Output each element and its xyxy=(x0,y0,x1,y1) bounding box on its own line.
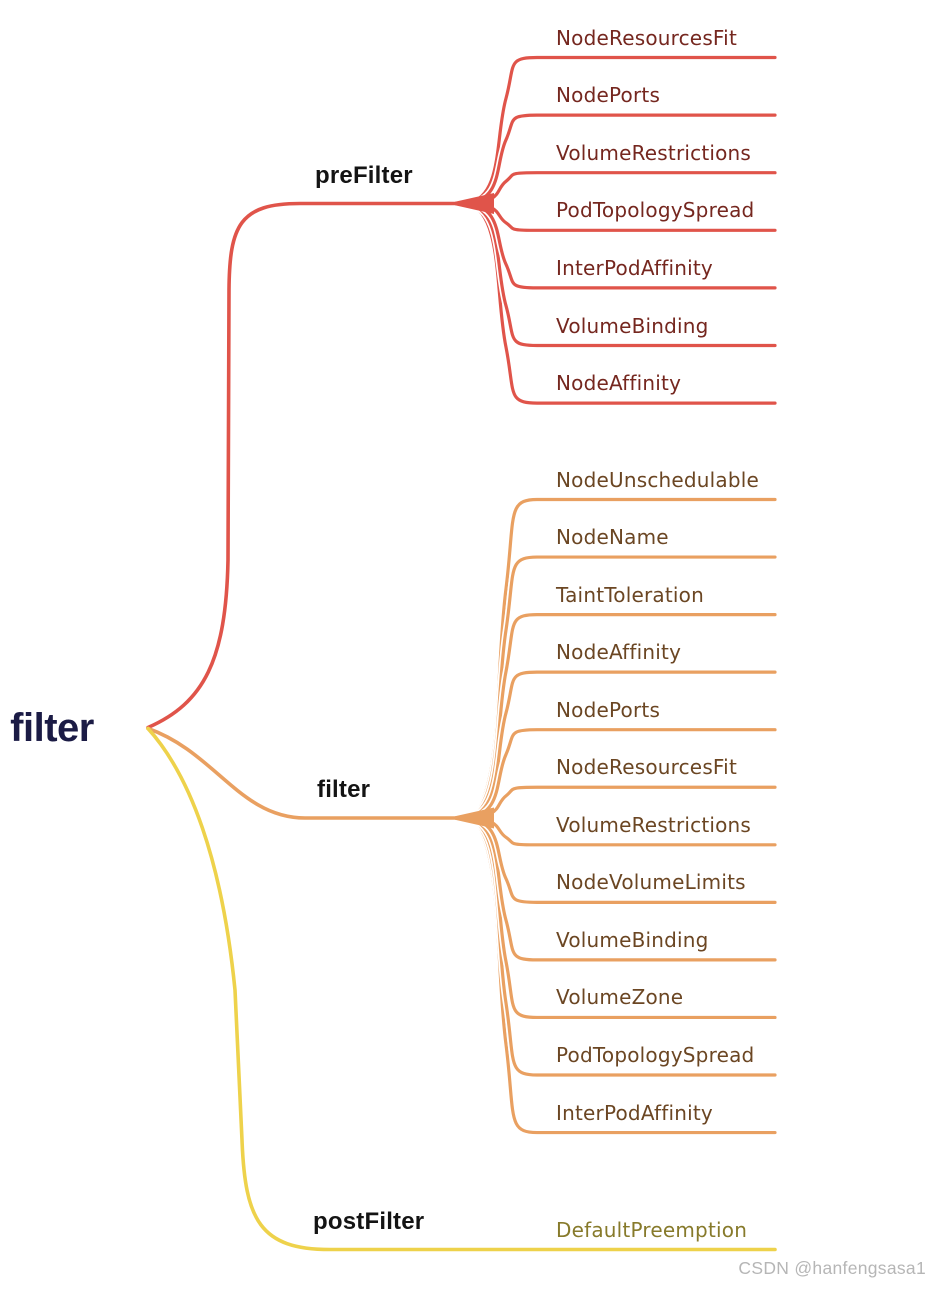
leaf-VolumeBinding: VolumeBinding xyxy=(556,927,709,952)
leaf-connector-casing xyxy=(463,814,779,1136)
watermark: CSDN @hanfengsasa1 xyxy=(738,1258,926,1278)
leaf-connector xyxy=(465,816,777,904)
leaf-PodTopologySpread: PodTopologySpread xyxy=(556,1043,755,1067)
leaf-connector xyxy=(465,728,777,820)
branch-filter-label: filter xyxy=(317,776,371,803)
leaf-NodePorts: NodePorts xyxy=(556,83,661,108)
leaf-NodeAffinity: NodeAffinity xyxy=(556,371,682,396)
branch-filter-hub-wedge xyxy=(455,807,494,829)
leaf-InterPodAffinity: InterPodAffinity xyxy=(556,1100,713,1125)
branch-postFilter-trunk xyxy=(146,726,777,1252)
branch-preFilter-trunk xyxy=(146,201,472,730)
branch-preFilter-label: preFilter xyxy=(315,161,413,189)
branch-postFilter-label: postFilter xyxy=(313,1207,425,1235)
leaf-VolumeRestrictions: VolumeRestrictions xyxy=(556,812,752,837)
leaf-connector xyxy=(465,55,777,206)
leaf-NodeResourcesFit: NodeResourcesFit xyxy=(556,25,737,50)
leaf-VolumeBinding: VolumeBinding xyxy=(556,313,709,338)
leaf-InterPodAffinity: InterPodAffinity xyxy=(556,255,713,280)
leaf-VolumeZone: VolumeZone xyxy=(556,985,684,1010)
leaf-VolumeRestrictions: VolumeRestrictions xyxy=(556,140,752,165)
leaf-connector-casing xyxy=(463,668,779,822)
leaf-NodeResourcesFit: NodeResourcesFit xyxy=(556,755,737,780)
leaf-connector-casing xyxy=(463,54,779,207)
leaf-NodeName: NodeName xyxy=(556,525,669,550)
leaf-NodeUnschedulable: NodeUnschedulable xyxy=(556,467,760,492)
leaf-connector xyxy=(465,113,777,206)
branch-preFilter-hub-wedge xyxy=(455,193,494,214)
leaf-connector xyxy=(465,201,777,348)
root-node-label: filter xyxy=(10,706,94,750)
leaf-NodeVolumeLimits: NodeVolumeLimits xyxy=(556,870,746,895)
leaf-NodePorts: NodePorts xyxy=(556,697,661,722)
leaf-TaintToleration: TaintToleration xyxy=(556,582,704,607)
leaf-connector xyxy=(465,816,777,962)
leaf-connector xyxy=(465,670,777,820)
leaf-NodeAffinity: NodeAffinity xyxy=(556,640,682,665)
leaf-connector xyxy=(465,201,777,290)
leaf-PodTopologySpread: PodTopologySpread xyxy=(556,198,755,223)
leaf-DefaultPreemption: DefaultPreemption xyxy=(556,1217,748,1242)
branch-filter-trunk xyxy=(146,726,472,820)
